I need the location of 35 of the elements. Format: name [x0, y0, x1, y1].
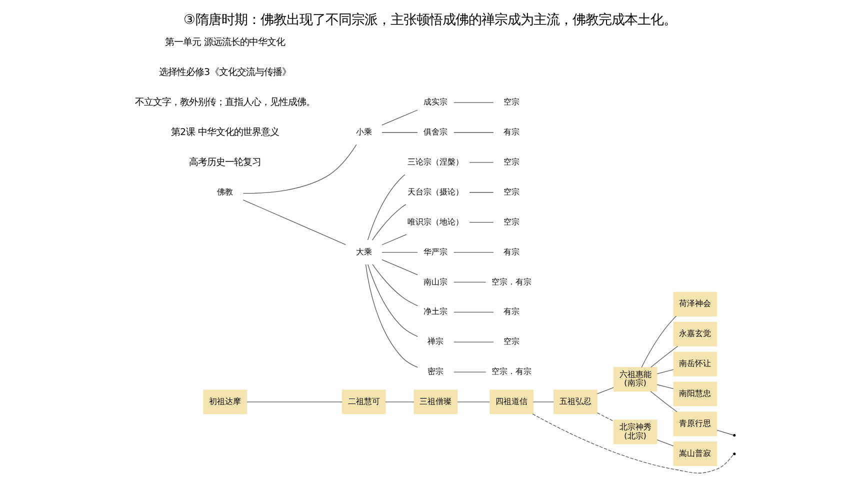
connector [469, 222, 494, 223]
connector [454, 102, 494, 103]
connector [372, 264, 418, 306]
connector [454, 132, 494, 133]
connector [716, 430, 734, 436]
label: 第2课 中华文化的世界意义 [171, 126, 280, 138]
connector [242, 144, 357, 194]
connector [365, 264, 418, 368]
connector [382, 132, 418, 133]
label: 不立文字，教外别传；直指人心，见性成佛。 [135, 97, 316, 108]
connector [650, 391, 678, 412]
connector [367, 174, 406, 240]
connector [650, 346, 678, 368]
connector [469, 192, 494, 193]
connector [454, 252, 494, 253]
connector [382, 252, 418, 253]
connector [382, 259, 418, 276]
diagram-title: ③隋唐时期：佛教出现了不同宗派，主张顿悟成佛的禅宗成为主流，佛教完成本土化。 [184, 13, 676, 28]
label: 高考历史一轮复习 [189, 156, 262, 168]
label: 第一单元 源远流长的中华文化 [165, 37, 286, 48]
connector [641, 316, 677, 368]
connector [382, 110, 418, 126]
label: 选择性必修3《文化交流与传播》 [159, 67, 292, 78]
connector [242, 200, 346, 245]
connector [368, 264, 418, 337]
connector [532, 414, 734, 474]
connector [656, 440, 674, 446]
connector [596, 387, 614, 394]
connector [469, 162, 494, 163]
connector [656, 369, 674, 374]
connector [656, 384, 674, 390]
connector [382, 234, 407, 246]
connector [372, 204, 406, 241]
connector [454, 282, 486, 283]
connector [596, 412, 614, 422]
